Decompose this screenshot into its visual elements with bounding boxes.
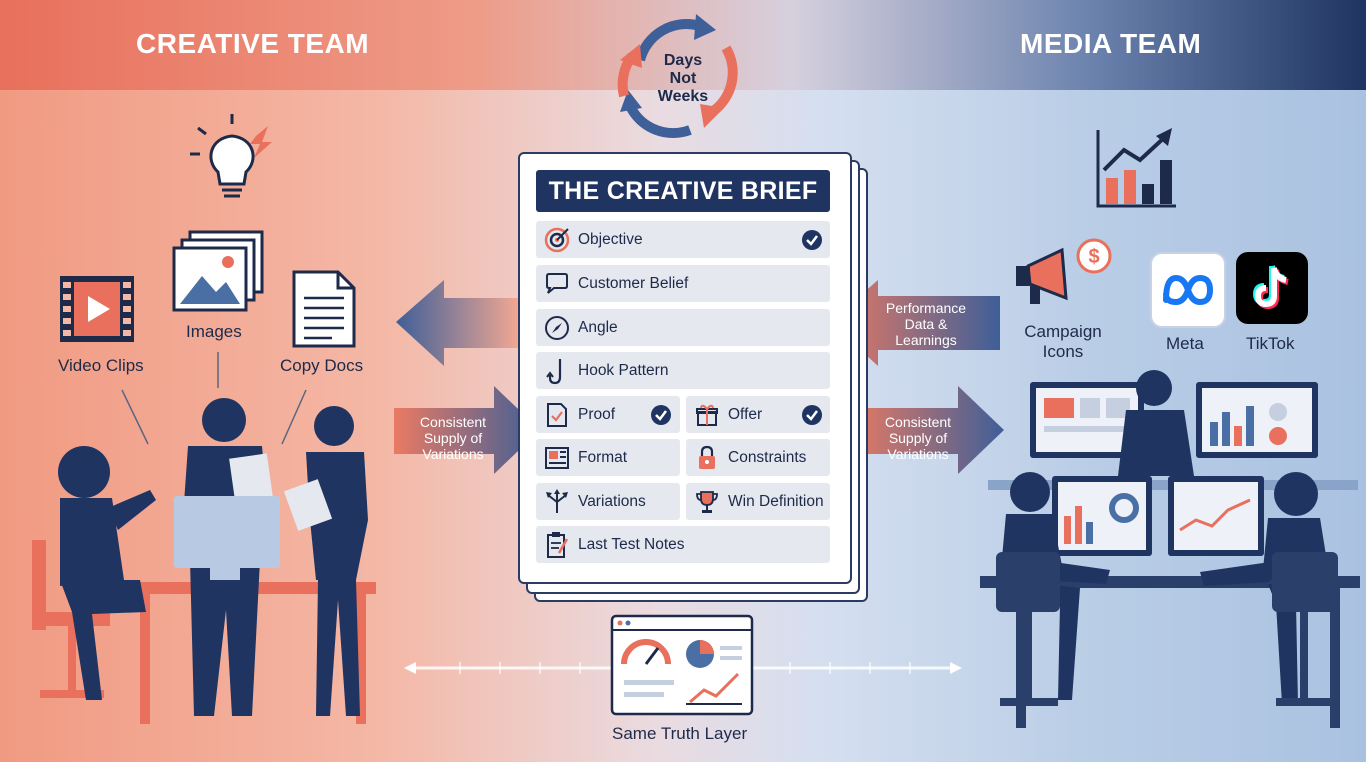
dashboard-icon [610, 614, 754, 716]
brief-row-last-test-notes: Last Test Notes [536, 526, 830, 563]
brief-row-hook-pattern: Hook Pattern [536, 352, 830, 389]
media-team-scene [980, 370, 1360, 728]
brief-row-variations: Variations [536, 483, 680, 520]
brief-row-format: Format [536, 439, 680, 476]
brief-to-creative-arrow [396, 280, 518, 366]
svg-text:$: $ [1088, 246, 1099, 268]
brief-row-customer-belief: Customer Belief [536, 265, 830, 302]
creative-team-title: CREATIVE TEAM [136, 28, 370, 59]
creative-supply-arrow [394, 386, 540, 474]
brief-row-label: Angle [578, 318, 618, 336]
brief-title: THE CREATIVE BRIEF [536, 170, 830, 212]
media-supply-text: Consistent Supply of Variations [884, 414, 952, 462]
brief-row-label: Format [578, 448, 628, 466]
cycle-arrows-icon [617, 14, 738, 139]
creative-supply-text: Consistent Supply of Variations [419, 414, 487, 462]
brief-row-label: Objective [578, 230, 643, 248]
brief-row-win-definition: Win Definition [686, 483, 830, 520]
brief-row-label: Win Definition [728, 492, 824, 510]
document-check-icon [542, 402, 572, 428]
images-label: Images [186, 322, 242, 341]
objective-check-icon [802, 230, 822, 250]
speech-bubble-icon [542, 272, 572, 296]
brief-row-label: Proof [578, 405, 616, 423]
brief-row-objective: Objective [536, 221, 830, 258]
brief-row-label: Offer [728, 405, 763, 423]
trophy-icon [692, 489, 722, 515]
brief-row-label: Constraints [728, 448, 807, 466]
gift-icon [692, 403, 722, 427]
target-icon [542, 227, 572, 253]
brief-row-label: Customer Belief [578, 274, 689, 292]
brief-row-angle: Angle [536, 309, 830, 346]
media-supply-arrow [848, 386, 1004, 474]
meta-label: Meta [1166, 334, 1204, 353]
offer-check-icon [802, 405, 822, 425]
growth-chart-icon [1096, 128, 1176, 208]
creative-team-scene [32, 398, 376, 724]
copy-docs-icon [292, 270, 356, 348]
brief-row-constraints: Constraints [686, 439, 830, 476]
performance-text: Performance Data & Learnings [885, 300, 967, 348]
split-arrows-icon [542, 488, 572, 515]
brief-row-label: Hook Pattern [578, 361, 669, 379]
copy-docs-label: Copy Docs [280, 356, 364, 375]
lightbulb-icon [190, 114, 272, 198]
hook-icon [542, 357, 572, 385]
brief-row-label: Last Test Notes [578, 535, 685, 553]
lock-icon [692, 445, 722, 471]
cycle-label: Days Not Weeks [657, 52, 709, 105]
truth-layer-line [404, 662, 962, 674]
tiktok-label: TikTok [1246, 334, 1295, 353]
clipboard-icon [542, 531, 572, 559]
megaphone-icon: $ [1016, 238, 1112, 304]
proof-check-icon [651, 405, 671, 425]
images-icon [172, 230, 264, 312]
layout-icon [542, 446, 572, 470]
video-clips-icon [60, 276, 134, 342]
meta-logo-icon [1150, 252, 1226, 328]
header-band [0, 0, 1366, 90]
brief-row-label: Variations [578, 492, 646, 510]
compass-icon [542, 315, 572, 341]
video-clips-label: Video Clips [58, 356, 144, 375]
media-team-title: MEDIA TEAM [1020, 28, 1202, 59]
tiktok-logo-icon [1236, 252, 1308, 324]
same-truth-layer-label: Same Truth Layer [612, 724, 748, 743]
campaign-icons-label: Campaign Icons [1024, 322, 1102, 361]
performance-arrow [830, 280, 1000, 366]
